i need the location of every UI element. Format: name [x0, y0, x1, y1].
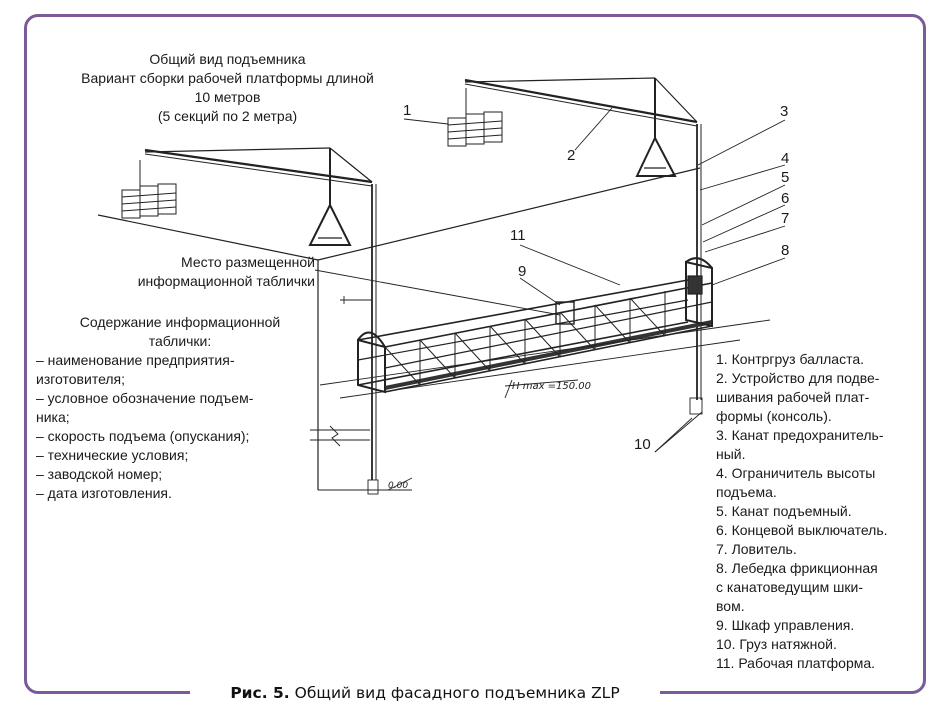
info-item: – наименование предприятия-: [36, 352, 235, 368]
info-item: – дата изготовления.: [36, 485, 172, 501]
roof-edge-right: [317, 167, 701, 261]
counterweight-left: [121, 160, 177, 219]
info-item: – заводской номер;: [36, 466, 163, 482]
legend-item: шивания рабочей плат-: [716, 389, 870, 405]
callout-6: 6: [781, 190, 790, 207]
callout-11: 11: [510, 227, 526, 244]
legend-item: формы (консоль).: [716, 408, 832, 424]
callout-8: 8: [781, 242, 790, 259]
legend-item: ный.: [716, 446, 746, 462]
info-item: – технические условия;: [36, 447, 189, 463]
callout-7: 7: [781, 210, 790, 227]
info-item: ника;: [36, 409, 70, 425]
legend-item: 6. Концевой выключатель.: [716, 522, 888, 538]
plate-location-label: Место размещенной информационной табличк…: [95, 253, 315, 291]
callout-5: 5: [781, 169, 790, 186]
legend-item: вом.: [716, 598, 745, 614]
legend-item: 11. Рабочая платформа.: [716, 655, 876, 671]
legend-item: 8. Лебедка фрикционная: [716, 560, 878, 576]
figure-caption: Рис. 5. Общий вид фасадного подъемника Z…: [190, 678, 660, 708]
caption-text: Общий вид фасадного подъемника ZLP: [289, 684, 620, 702]
title-line: Общий вид подъемника: [149, 51, 306, 67]
legend: 1. Контргруз балласта. 2. Устройство для…: [716, 350, 888, 673]
legend-item: 1. Контргруз балласта.: [716, 351, 865, 367]
leader-lines: [314, 107, 786, 453]
work-platform: [357, 257, 713, 394]
callout-10: 10: [634, 436, 651, 453]
title-line: Вариант сборки рабочей платформы длиной: [81, 70, 374, 86]
title-line: 10 метров: [194, 89, 261, 105]
ground-level-label: 0.00: [388, 481, 408, 491]
legend-item: 3. Канат предохранитель-: [716, 427, 884, 443]
info-item: – скорость подъема (опускания);: [36, 428, 250, 444]
console-left: [144, 147, 373, 246]
title-line: (5 секций по 2 метра): [157, 108, 298, 124]
legend-item: подъема.: [716, 484, 777, 500]
legend-item: 4. Ограничитель высоты: [716, 465, 876, 481]
legend-item: 2. Устройство для подве-: [716, 370, 880, 386]
legend-item: 10. Груз натяжной.: [716, 636, 837, 652]
info-heading-line: Содержание информационной: [79, 314, 281, 330]
legend-item: с канатоведущим шки-: [716, 579, 863, 595]
roof-edge-left: [97, 214, 319, 261]
plate-label-line: Место размещенной: [181, 254, 315, 270]
callout-4: 4: [781, 150, 790, 167]
dimension-lines: [310, 296, 771, 495]
info-heading-line: таблички:: [148, 333, 212, 349]
info-item: изготовителя;: [36, 371, 126, 387]
counterweight-right: [447, 88, 503, 147]
info-heading: Содержание информационной таблички:: [40, 313, 320, 351]
callout-3: 3: [780, 103, 789, 120]
info-item: – условное обозначение подъем-: [36, 390, 254, 406]
legend-item: 9. Шкаф управления.: [716, 617, 855, 633]
info-list: – наименование предприятия- изготовителя…: [36, 351, 253, 503]
console-right: [464, 77, 698, 177]
title-block: Общий вид подъемника Вариант сборки рабо…: [45, 50, 410, 126]
dimension-label: H max =150.00: [512, 381, 591, 392]
caption-number: Рис. 5.: [230, 684, 290, 702]
legend-item: 5. Канат подъемный.: [716, 503, 852, 519]
legend-item: 7. Ловитель.: [716, 541, 797, 557]
plate-label-line: информационной таблички: [137, 273, 315, 289]
callout-2: 2: [567, 147, 576, 164]
callout-1: 1: [403, 102, 412, 119]
callout-9: 9: [518, 263, 527, 280]
